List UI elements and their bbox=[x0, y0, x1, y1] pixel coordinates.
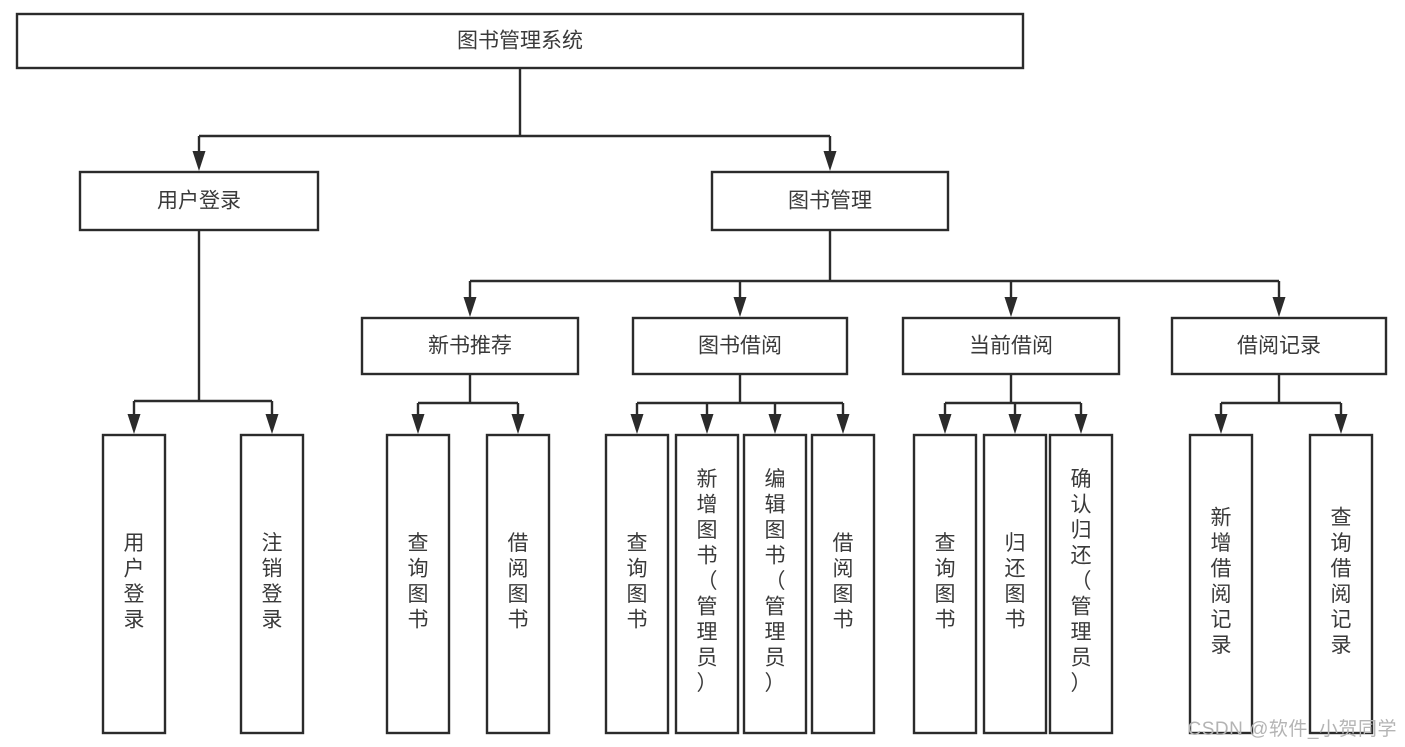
arrowhead-icon bbox=[192, 151, 206, 171]
node-new-book-rec[interactable]: 新书推荐 bbox=[360, 316, 580, 376]
node-leaf-confirm-return[interactable]: 确认归还（管理员） bbox=[1048, 433, 1114, 735]
node-box[interactable] bbox=[604, 433, 670, 735]
node-box[interactable] bbox=[1308, 433, 1374, 735]
edges-layer bbox=[127, 68, 1348, 434]
arrowhead-icon bbox=[733, 297, 747, 317]
node-box[interactable] bbox=[674, 433, 740, 735]
node-box[interactable] bbox=[101, 433, 167, 735]
node-box[interactable] bbox=[78, 170, 320, 232]
node-label: 注销登录 bbox=[262, 532, 283, 632]
node-label: 图书借阅 bbox=[698, 335, 782, 358]
arrowhead-icon bbox=[411, 414, 425, 434]
node-leaf-add-book[interactable]: 新增图书（管理员） bbox=[674, 433, 740, 735]
node-book-borrow[interactable]: 图书借阅 bbox=[631, 316, 849, 376]
node-box[interactable] bbox=[631, 316, 849, 376]
node-root[interactable]: 图书管理系统 bbox=[15, 12, 1025, 70]
arrowhead-icon bbox=[836, 414, 850, 434]
arrowhead-icon bbox=[1004, 297, 1018, 317]
node-box[interactable] bbox=[385, 433, 451, 735]
node-leaf-edit-book[interactable]: 编辑图书（管理员） bbox=[742, 433, 808, 735]
node-label: 借阅记录 bbox=[1237, 335, 1321, 358]
node-leaf-query-book-2[interactable]: 查询图书 bbox=[604, 433, 670, 735]
arrowhead-icon bbox=[511, 414, 525, 434]
node-box[interactable] bbox=[360, 316, 580, 376]
arrowhead-icon bbox=[630, 414, 644, 434]
node-box[interactable] bbox=[810, 433, 876, 735]
node-box[interactable] bbox=[1188, 433, 1254, 735]
arrowhead-icon bbox=[1334, 414, 1348, 434]
arrowhead-icon bbox=[823, 151, 837, 171]
node-label: 借阅图书 bbox=[833, 532, 854, 632]
arrowhead-icon bbox=[1008, 414, 1022, 434]
node-leaf-logout[interactable]: 注销登录 bbox=[239, 433, 305, 735]
node-label: 查询图书 bbox=[408, 532, 429, 632]
node-leaf-add-record[interactable]: 新增借阅记录 bbox=[1188, 433, 1254, 735]
node-box[interactable] bbox=[485, 433, 551, 735]
node-label: 用户登录 bbox=[157, 190, 241, 213]
node-borrow-record[interactable]: 借阅记录 bbox=[1170, 316, 1388, 376]
node-label: 新增借阅记录 bbox=[1211, 506, 1232, 657]
arrowhead-icon bbox=[463, 297, 477, 317]
node-box[interactable] bbox=[710, 170, 950, 232]
node-book-manage[interactable]: 图书管理 bbox=[710, 170, 950, 232]
node-label: 新书推荐 bbox=[428, 335, 512, 358]
node-label: 查询图书 bbox=[935, 532, 956, 632]
nodes-layer: 图书管理系统用户登录图书管理新书推荐图书借阅当前借阅借阅记录用户登录注销登录查询… bbox=[15, 12, 1388, 735]
node-box[interactable] bbox=[901, 316, 1121, 376]
node-leaf-query-book-1[interactable]: 查询图书 bbox=[385, 433, 451, 735]
node-leaf-query-record[interactable]: 查询借阅记录 bbox=[1308, 433, 1374, 735]
node-box[interactable] bbox=[15, 12, 1025, 70]
node-leaf-return-book[interactable]: 归还图书 bbox=[982, 433, 1048, 735]
node-leaf-borrow-book-1[interactable]: 借阅图书 bbox=[485, 433, 551, 735]
node-leaf-user-login[interactable]: 用户登录 bbox=[101, 433, 167, 735]
arrowhead-icon bbox=[127, 414, 141, 434]
node-label: 借阅图书 bbox=[508, 532, 529, 632]
arrowhead-icon bbox=[700, 414, 714, 434]
arrowhead-icon bbox=[768, 414, 782, 434]
node-label: 图书管理系统 bbox=[457, 30, 583, 53]
node-leaf-query-book-3[interactable]: 查询图书 bbox=[912, 433, 978, 735]
node-box[interactable] bbox=[982, 433, 1048, 735]
node-box[interactable] bbox=[742, 433, 808, 735]
node-box[interactable] bbox=[1048, 433, 1114, 735]
node-label: 编辑图书（管理员） bbox=[765, 468, 786, 695]
arrowhead-icon bbox=[1272, 297, 1286, 317]
arrowhead-icon bbox=[938, 414, 952, 434]
arrowhead-icon bbox=[1214, 414, 1228, 434]
node-box[interactable] bbox=[239, 433, 305, 735]
node-label: 归还图书 bbox=[1005, 532, 1026, 632]
node-user-login[interactable]: 用户登录 bbox=[78, 170, 320, 232]
node-label: 图书管理 bbox=[788, 190, 872, 213]
node-label: 查询图书 bbox=[627, 532, 648, 632]
node-box[interactable] bbox=[1170, 316, 1388, 376]
node-label: 确认归还（管理员） bbox=[1071, 468, 1092, 695]
node-current-borrow[interactable]: 当前借阅 bbox=[901, 316, 1121, 376]
node-label: 用户登录 bbox=[124, 532, 145, 632]
node-box[interactable] bbox=[912, 433, 978, 735]
node-leaf-borrow-book-2[interactable]: 借阅图书 bbox=[810, 433, 876, 735]
node-label: 查询借阅记录 bbox=[1331, 506, 1352, 657]
node-label: 新增图书（管理员） bbox=[697, 468, 718, 695]
node-label: 当前借阅 bbox=[969, 335, 1053, 358]
arrowhead-icon bbox=[1074, 414, 1088, 434]
arrowhead-icon bbox=[265, 414, 279, 434]
